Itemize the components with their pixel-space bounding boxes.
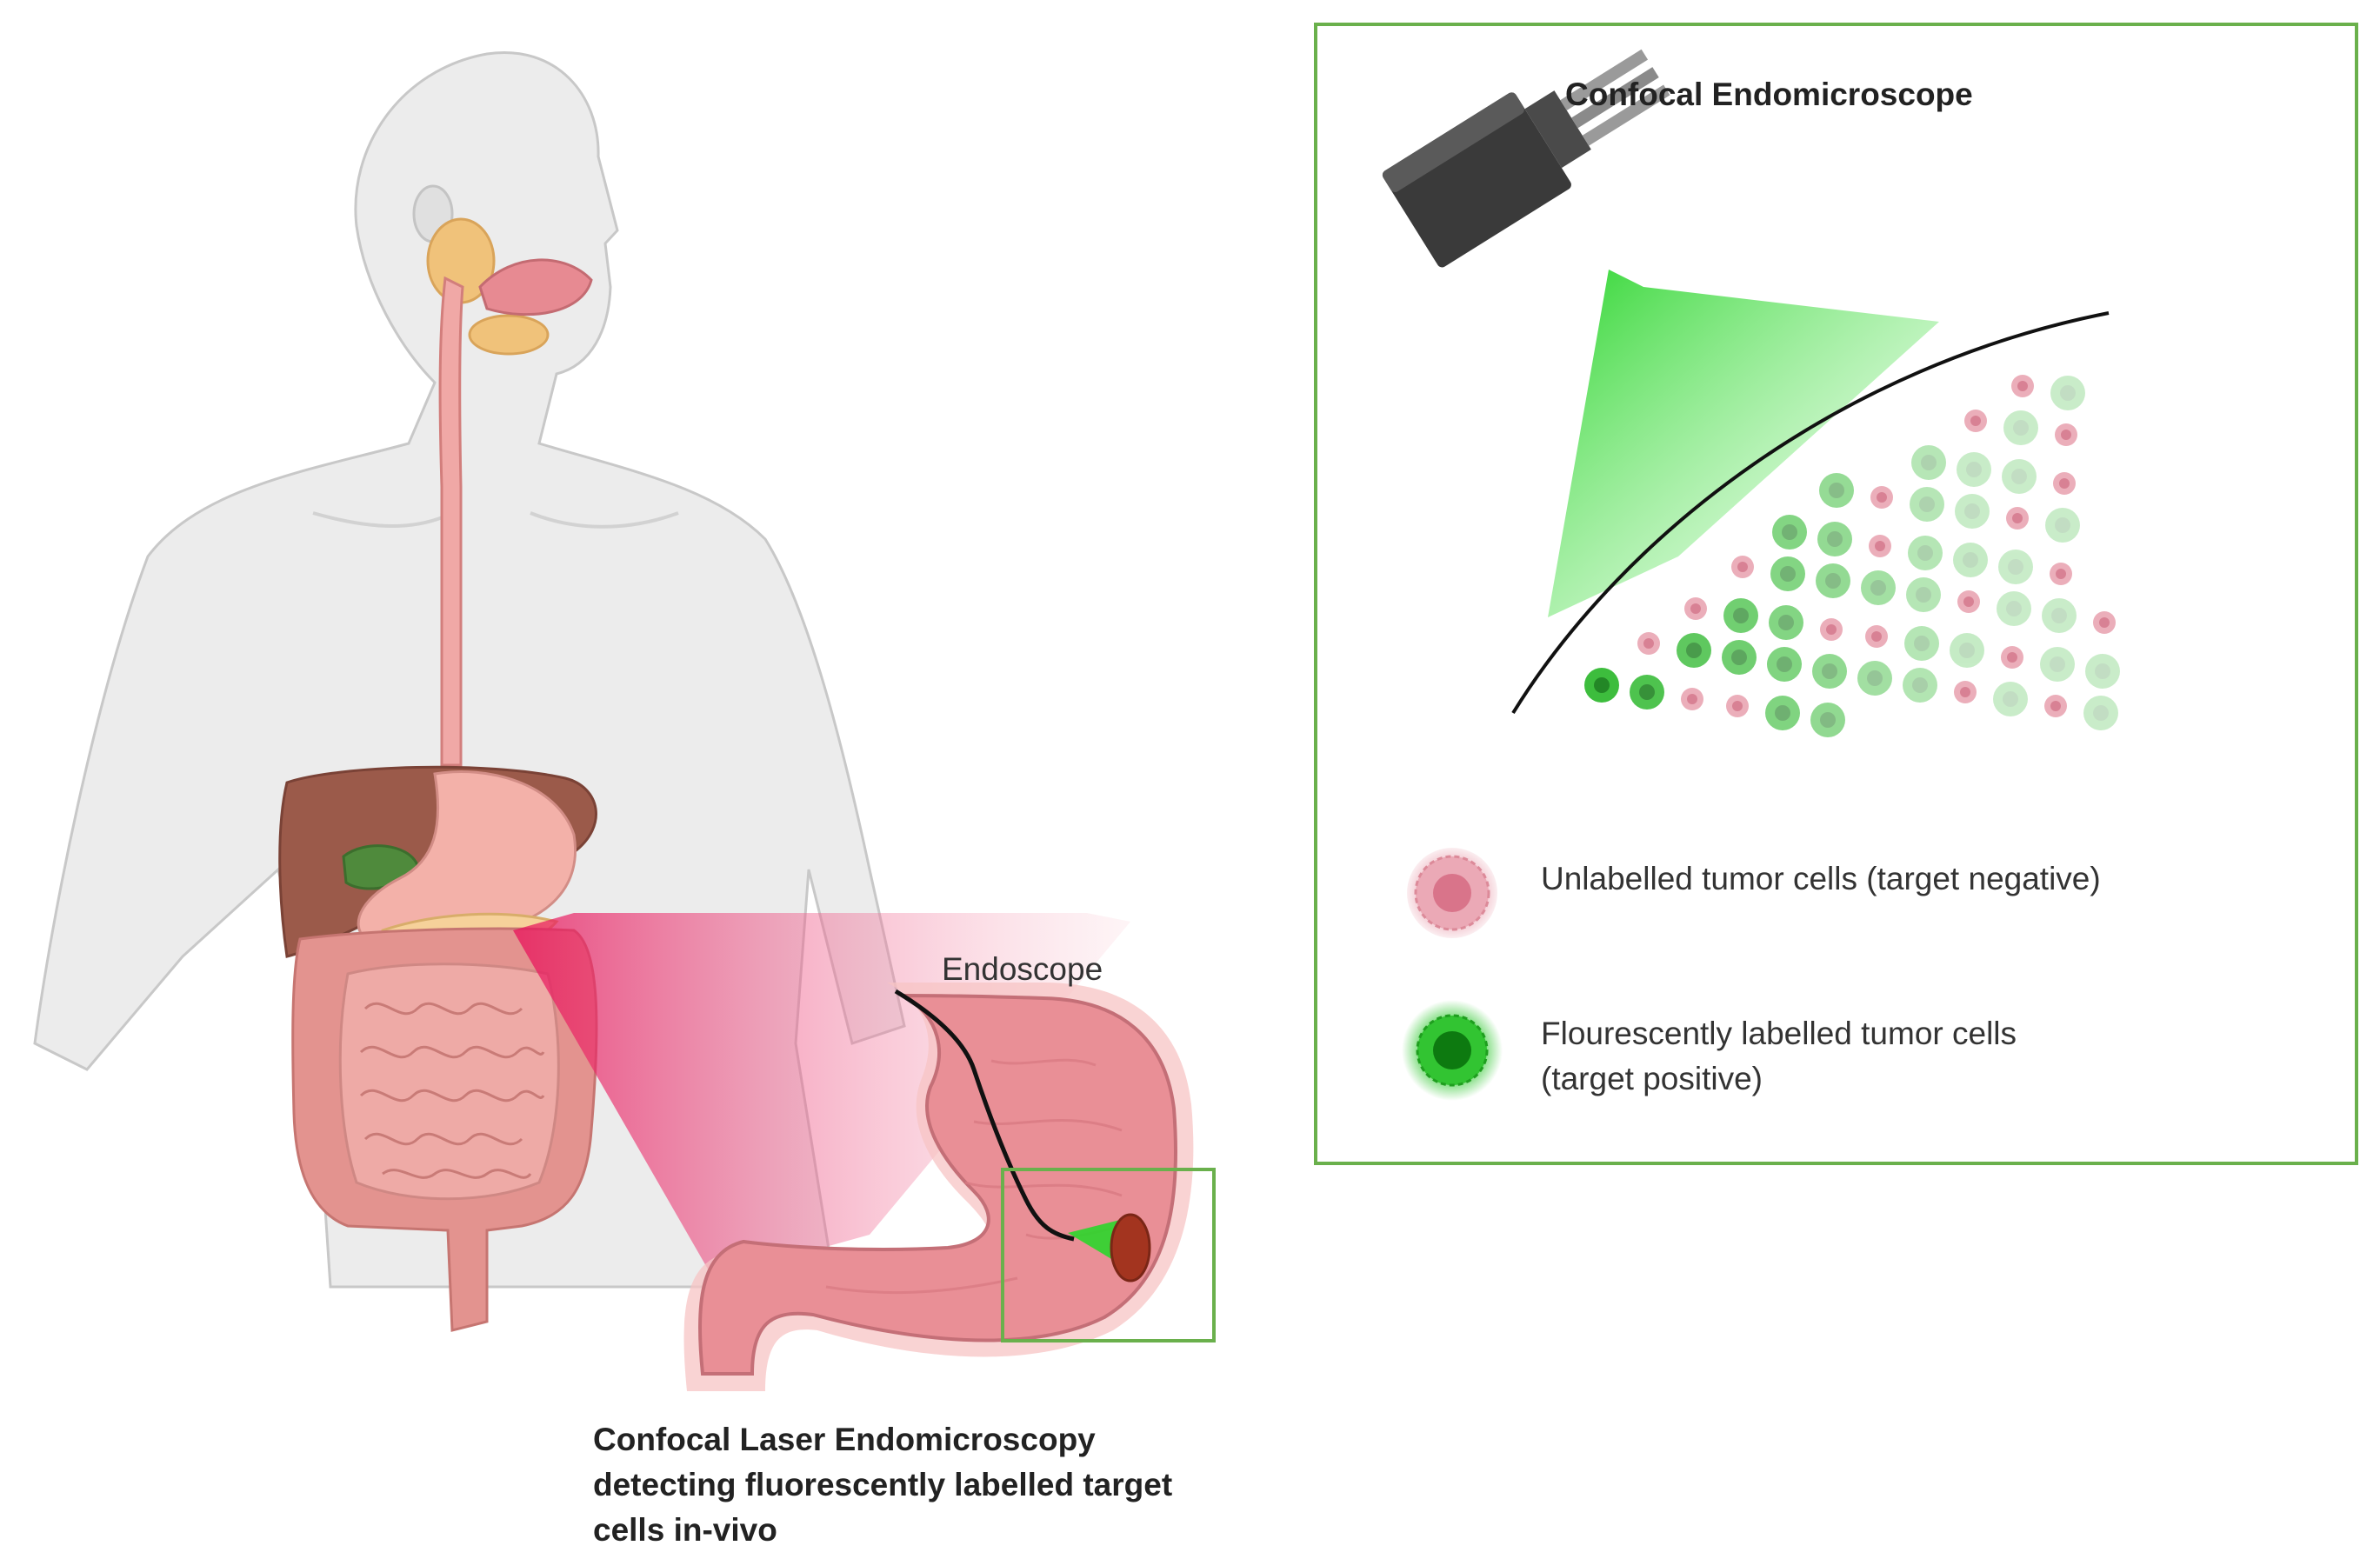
positive-tumor-cell [1908, 536, 1943, 570]
positive-tumor-cell [1906, 577, 1941, 612]
positive-tumor-cell [1993, 682, 2028, 716]
positive-tumor-cell [2050, 376, 2085, 410]
stomach-inset-frame [1001, 1168, 1216, 1342]
positive-tumor-cell [1997, 591, 2031, 626]
negative-tumor-cell [1731, 556, 1754, 578]
negative-tumor-cell [2093, 611, 2116, 634]
esophagus [438, 276, 464, 767]
positive-tumor-cell [2045, 508, 2080, 543]
negative-tumor-cell [1964, 410, 1987, 432]
positive-tumor-cell [1770, 556, 1805, 591]
positive-tumor-cell [2040, 647, 2075, 682]
positive-tumor-cell [1817, 522, 1852, 556]
positive-tumor-cell [1772, 515, 1807, 550]
negative-tumor-cell [2053, 472, 2076, 495]
negative-tumor-cell [2050, 563, 2072, 585]
positive-tumor-cell [1722, 640, 1757, 675]
negative-tumor-cell [2044, 695, 2067, 717]
legend-negative-label: Unlabelled tumor cells (target negative) [1541, 861, 2101, 896]
positive-tumor-cell [1819, 473, 1854, 508]
positive-tumor-cell [1810, 703, 1845, 737]
legend-negative-cell-icon [1407, 848, 1497, 938]
negative-tumor-cell [1726, 695, 1749, 717]
positive-tumor-cell [2002, 459, 2037, 494]
positive-tumor-cell [1677, 633, 1711, 668]
small-intestine-folds [359, 1002, 545, 1179]
positive-tumor-cell [1904, 626, 1939, 661]
negative-tumor-cell [2001, 646, 2023, 669]
positive-tumor-cell [1910, 487, 1944, 522]
positive-tumor-cell [1769, 605, 1803, 640]
negative-tumor-cell [1869, 535, 1891, 557]
positive-tumor-cell [1584, 668, 1619, 703]
positive-tumor-cell [1812, 654, 1847, 689]
positive-tumor-cell [2083, 696, 2118, 730]
positive-tumor-cell [1767, 647, 1802, 682]
tumor-cell-cluster [1584, 375, 2120, 737]
positive-tumor-cell [1903, 668, 1937, 703]
positive-tumor-cell [2003, 410, 2038, 445]
positive-tumor-cell [2085, 654, 2120, 689]
small-intestine [338, 963, 560, 1201]
tissue-surface-line [1511, 311, 2110, 715]
negative-tumor-cell [1957, 590, 1980, 613]
negative-tumor-cell [1684, 597, 1707, 620]
negative-tumor-cell [1865, 625, 1888, 648]
positive-tumor-cell [1630, 675, 1664, 710]
negative-tumor-cell [1870, 486, 1893, 509]
tumor-lesion [1110, 1213, 1151, 1283]
endomicroscope-probe [1382, 49, 1670, 268]
legend-positive-cell-icon [1402, 1000, 1503, 1101]
negative-tumor-cell [2055, 423, 2077, 446]
negative-tumor-cell [2011, 375, 2034, 397]
positive-tumor-cell [1998, 550, 2033, 584]
scope-label: Confocal Endomicroscope [1565, 77, 1973, 112]
positive-tumor-cell [1911, 445, 1946, 480]
legend-positive-label: Flourescently labelled tumor cells (targ… [1541, 1016, 2017, 1096]
positive-tumor-cell [1950, 633, 1984, 668]
figure-caption: Confocal Laser Endomicroscopy detecting … [593, 1422, 1173, 1548]
negative-tumor-cell [1637, 632, 1660, 655]
detail-panel-frame [1314, 23, 2358, 1165]
positive-tumor-cell [1857, 661, 1892, 696]
positive-tumor-cell [1955, 494, 1990, 529]
positive-tumor-cell [1861, 570, 1896, 605]
positive-tumor-cell [1765, 696, 1800, 730]
negative-tumor-cell [1954, 681, 1977, 703]
endoscope-label: Endoscope [942, 951, 1103, 987]
positive-tumor-cell [1957, 452, 1991, 487]
negative-tumor-cell [1820, 618, 1843, 641]
positive-tumor-cell [1723, 598, 1758, 633]
positive-tumor-cell [1816, 563, 1850, 598]
negative-tumor-cell [1681, 688, 1703, 710]
positive-tumor-cell [1953, 543, 1988, 577]
negative-tumor-cell [2006, 507, 2029, 530]
endoscope-cable [894, 989, 1075, 1242]
positive-tumor-cell [2042, 598, 2077, 633]
laser-light-cone [1548, 270, 1939, 617]
